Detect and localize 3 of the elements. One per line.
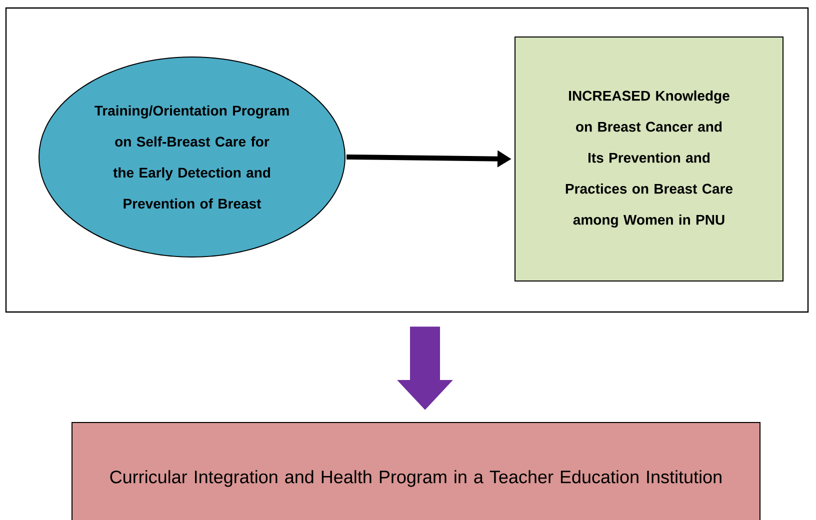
frame-box bbox=[5, 7, 809, 313]
program-box: Curricular Integration and Health Program in a Teacher Education Institution bbox=[72, 422, 760, 520]
outcome-box: INCREASED Knowledge on Breast Cancer and Its Prevention and Practices on Breast Care among Women in PNU bbox=[514, 36, 784, 282]
